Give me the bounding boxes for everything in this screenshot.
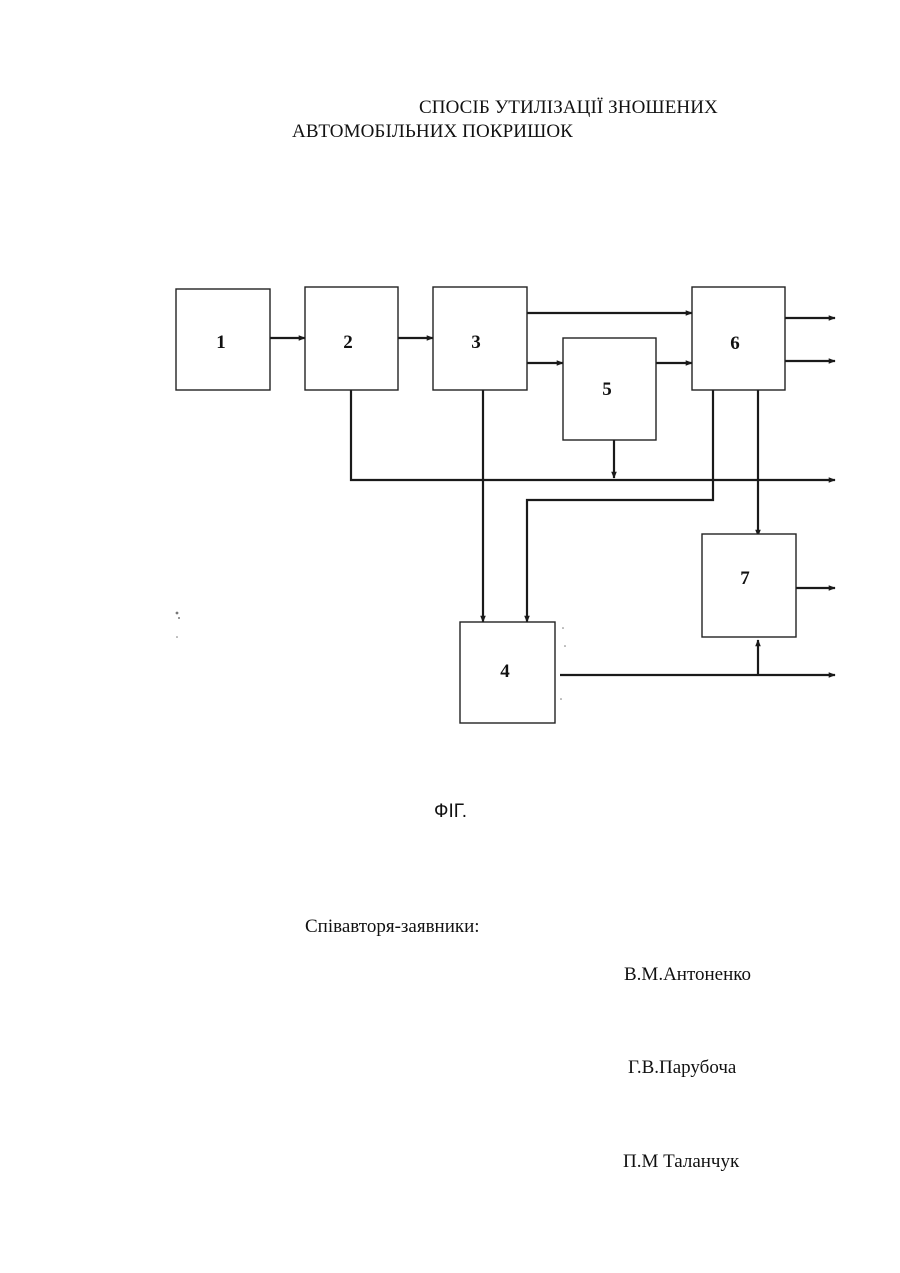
diagram-block-6: 6	[692, 287, 785, 390]
diagram-block-5: 5	[563, 338, 656, 440]
block-label-2: 2	[343, 332, 353, 353]
diagram-block-4: 4	[460, 622, 555, 723]
block-label-3: 3	[471, 332, 481, 353]
block-label-7: 7	[740, 568, 750, 589]
block-label-4: 4	[500, 661, 510, 682]
block-diagram: 1 2 3 4 5 6 7	[0, 0, 900, 780]
coauthors-heading: Співавторя-заявники:	[305, 916, 480, 938]
block-label-1: 1	[216, 332, 226, 353]
coauthor-name: В.М.Антоненко	[624, 964, 751, 986]
coauthor-name: Г.В.Парубоча	[628, 1057, 736, 1079]
block-label-5: 5	[602, 379, 612, 400]
diagram-block-3: 3	[433, 287, 527, 390]
diagram-block-1: 1	[176, 289, 270, 390]
diagram-block-7: 7	[702, 534, 796, 637]
diagram-block-2: 2	[305, 287, 398, 390]
block-label-6: 6	[730, 333, 740, 354]
coauthor-name: П.М Таланчук	[623, 1151, 739, 1173]
figure-caption: ФІГ.	[434, 801, 467, 823]
